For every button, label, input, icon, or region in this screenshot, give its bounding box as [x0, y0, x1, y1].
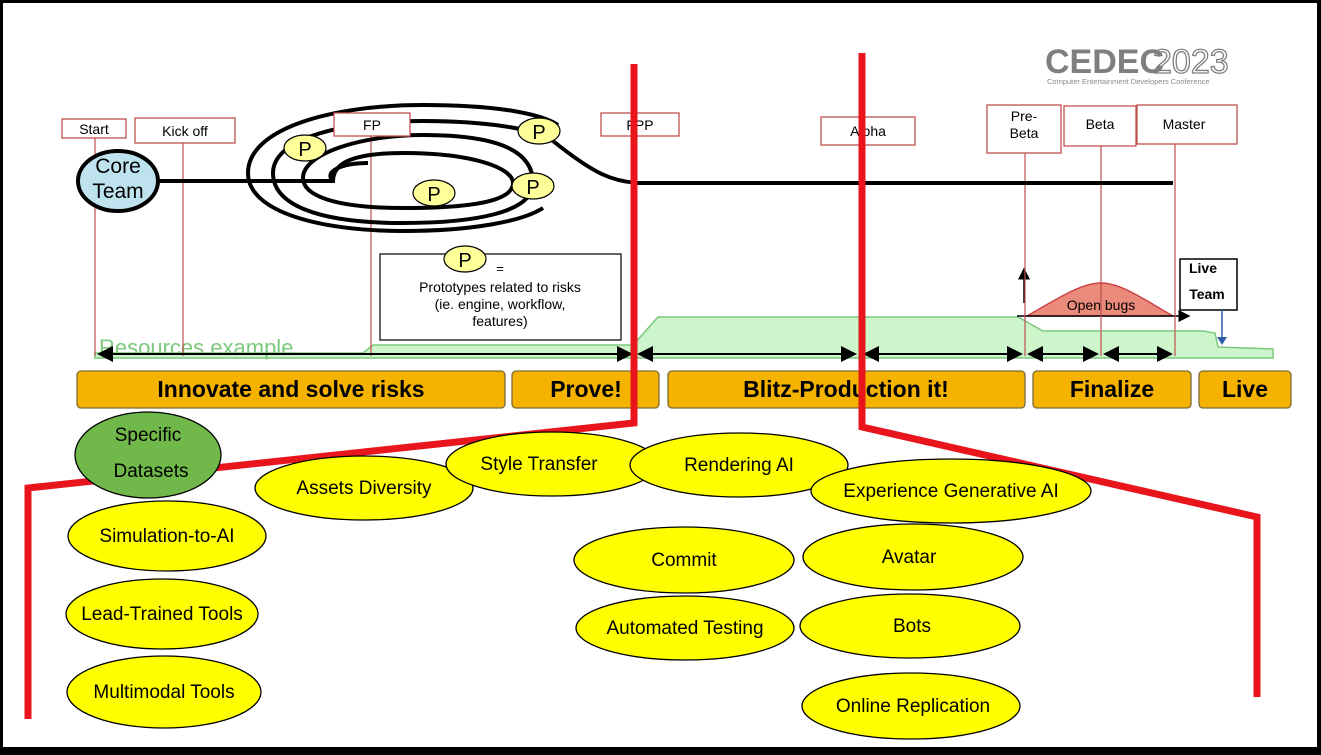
topic-commit	[573, 526, 795, 594]
prototype-marker: P	[517, 117, 561, 145]
prototype-legend-box	[379, 253, 622, 341]
phase-live-bar	[1198, 370, 1292, 409]
resources-label: Resources example	[99, 335, 293, 360]
core-team-line2: Team	[92, 180, 143, 203]
logo-subtitle: Computer Entertainment Developers Confer…	[1047, 77, 1210, 86]
prototype-marker: P	[412, 179, 456, 207]
topic-automated-testing	[575, 595, 795, 661]
milestone-fp-label: FP	[363, 117, 381, 133]
milestone-drop-lines	[94, 136, 1176, 356]
milestone-alpha-box	[820, 116, 916, 146]
legend-prototype-letter: P	[458, 250, 471, 272]
topic-bots	[799, 593, 1021, 659]
logo-brand: CEDEC	[1045, 43, 1164, 81]
milestone-alpha-label: Alpha	[850, 123, 886, 139]
topic-automated-testing-label: Automated Testing	[606, 618, 763, 639]
phase-blitz-label: Blitz-Production it!	[743, 376, 949, 402]
milestone-fp-box	[333, 112, 411, 137]
phase-prove-bar	[511, 370, 660, 409]
phase-innovate-bar	[76, 370, 506, 409]
milestone-prebeta-box	[986, 104, 1062, 154]
milestone-beta-label: Beta	[1086, 116, 1115, 132]
svg-text:P: P	[427, 184, 440, 206]
legend-equals: =	[496, 261, 504, 276]
milestone-fpp-label: FPP	[626, 117, 653, 133]
prototype-marker: P	[511, 172, 555, 200]
topic-multimodal-tools-label: Multimodal Tools	[93, 682, 234, 703]
topic-online-replication	[801, 672, 1021, 740]
milestone-kickoff-label: Kick off	[162, 123, 208, 139]
phase-live-label: Live	[1222, 376, 1268, 402]
prototype-markers: P P P P	[283, 117, 561, 207]
legend-line3: features)	[472, 313, 527, 329]
phase-finalize-label: Finalize	[1070, 376, 1154, 402]
svg-text:P: P	[298, 139, 311, 161]
milestone-boxes	[61, 104, 1238, 154]
topic-specific-datasets-line2: Datasets	[114, 461, 189, 482]
topic-bots-label: Bots	[893, 616, 931, 637]
milestone-kickoff-box	[134, 117, 236, 144]
topic-experience-generative-ai	[810, 458, 1092, 524]
topic-rendering-ai-label: Rendering AI	[684, 455, 794, 476]
phase-blitz-bar	[667, 370, 1026, 409]
legend-line2: (ie. engine, workflow,	[435, 296, 566, 312]
topic-rendering-ai	[629, 432, 849, 498]
topic-avatar	[802, 523, 1024, 591]
roadmap-diagram: CEDEC 2023 Computer Entertainment Develo…	[24, 42, 1292, 740]
milestone-prebeta-line1: Pre-	[1011, 108, 1038, 124]
topic-lead-trained-tools	[65, 578, 259, 650]
topic-avatar-label: Avatar	[882, 547, 937, 568]
live-team-box	[1179, 258, 1238, 311]
milestone-start-box	[61, 118, 127, 139]
phase-innovate-label: Innovate and solve risks	[157, 376, 424, 402]
topic-commit-label: Commit	[651, 550, 717, 571]
slide: CEDEC 2023 Computer Entertainment Develo…	[3, 3, 1317, 747]
core-team-line1: Core	[95, 155, 141, 178]
milestone-fpp-box	[600, 112, 680, 137]
topic-simulation-to-ai	[67, 500, 267, 572]
topic-assets-diversity-label: Assets Diversity	[296, 478, 432, 499]
topic-online-replication-label: Online Replication	[836, 696, 990, 717]
legend-prototype-marker	[443, 245, 487, 273]
cedec-logo: CEDEC 2023 Computer Entertainment Develo…	[1045, 42, 1229, 86]
live-team-line1: Live	[1189, 260, 1217, 276]
topic-lead-trained-tools-label: Lead-Trained Tools	[81, 604, 243, 625]
milestone-beta-box	[1063, 105, 1137, 147]
topic-assets-diversity	[254, 455, 474, 521]
live-team-line2: Team	[1189, 286, 1225, 302]
topic-style-transfer-label: Style Transfer	[480, 454, 598, 475]
logo-year: 2023	[1153, 43, 1229, 81]
svg-text:P: P	[526, 177, 539, 199]
topic-simulation-to-ai-label: Simulation-to-AI	[99, 526, 234, 547]
ai-topics	[65, 411, 1092, 740]
live-team-arrow-head	[1217, 337, 1227, 345]
topic-multimodal-tools	[66, 655, 262, 729]
prototype-marker: P	[283, 134, 327, 162]
phase-finalize-bar	[1032, 370, 1192, 409]
legend-line1: Prototypes related to risks	[419, 279, 581, 295]
topic-specific-datasets-line1: Specific	[115, 425, 182, 446]
milestone-start-label: Start	[79, 121, 109, 137]
core-team-bubble	[76, 149, 160, 213]
phase-bars	[76, 370, 1292, 409]
milestone-master-box	[1136, 104, 1238, 145]
milestone-prebeta-line2: Beta	[1010, 125, 1039, 141]
milestone-master-label: Master	[1163, 116, 1206, 132]
topic-specific-datasets	[74, 411, 222, 499]
phase-prove-label: Prove!	[550, 376, 622, 402]
topic-experience-generative-ai-label: Experience Generative AI	[843, 481, 1058, 502]
svg-text:P: P	[532, 122, 545, 144]
